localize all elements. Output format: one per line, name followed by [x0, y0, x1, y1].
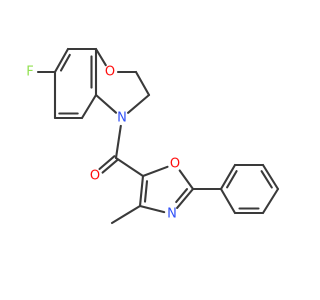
molecule-structure-diagram: F O N O O N [0, 0, 300, 300]
bond-C10-O3 [141, 165, 169, 178]
atom-label-n1: N [117, 111, 127, 126]
atom-label-n2: N [167, 207, 177, 222]
bond-A6-A5 [80, 93, 98, 120]
bond-B1-B2-second [226, 170, 238, 189]
bond-A1-A2 [53, 47, 70, 74]
bond-C13-N2 [176, 187, 195, 209]
bond-O3-C13 [178, 169, 195, 191]
bond-B3-B4 [261, 163, 280, 191]
canvas-background [0, 0, 300, 300]
bond-N1-C9 [114, 124, 122, 160]
bond-C8-N1 [127, 93, 151, 114]
bond-C11-C10-second [143, 180, 149, 203]
bond-B3-B4-second [260, 170, 273, 189]
bond-N2-C11 [138, 204, 166, 214]
atom-label-f: F [26, 65, 33, 80]
atom-label-layer: F O N O O N [26, 65, 180, 222]
bond-C11-C10 [138, 174, 145, 208]
bond-A3-O1 [94, 47, 107, 67]
atom-label-o3: O [170, 157, 180, 172]
bond-B6-B1 [219, 187, 237, 215]
bond-C13-N2-second [175, 188, 189, 204]
bond-C9-C10 [114, 156, 145, 178]
bond-B1-B2 [219, 163, 237, 191]
bond-N1-A6 [94, 93, 118, 114]
bond-C9-O2-second [101, 158, 119, 174]
atom-label-o2: O [90, 169, 100, 184]
bond-C11-C12 [110, 204, 142, 225]
bond-C9-O2 [98, 155, 116, 171]
bond-layer [36, 47, 280, 225]
bond-A1-A2-second [59, 53, 71, 72]
bond-C7-C8 [134, 70, 151, 97]
bond-B4-B5 [261, 187, 280, 215]
atom-label-o1: O [105, 65, 115, 80]
